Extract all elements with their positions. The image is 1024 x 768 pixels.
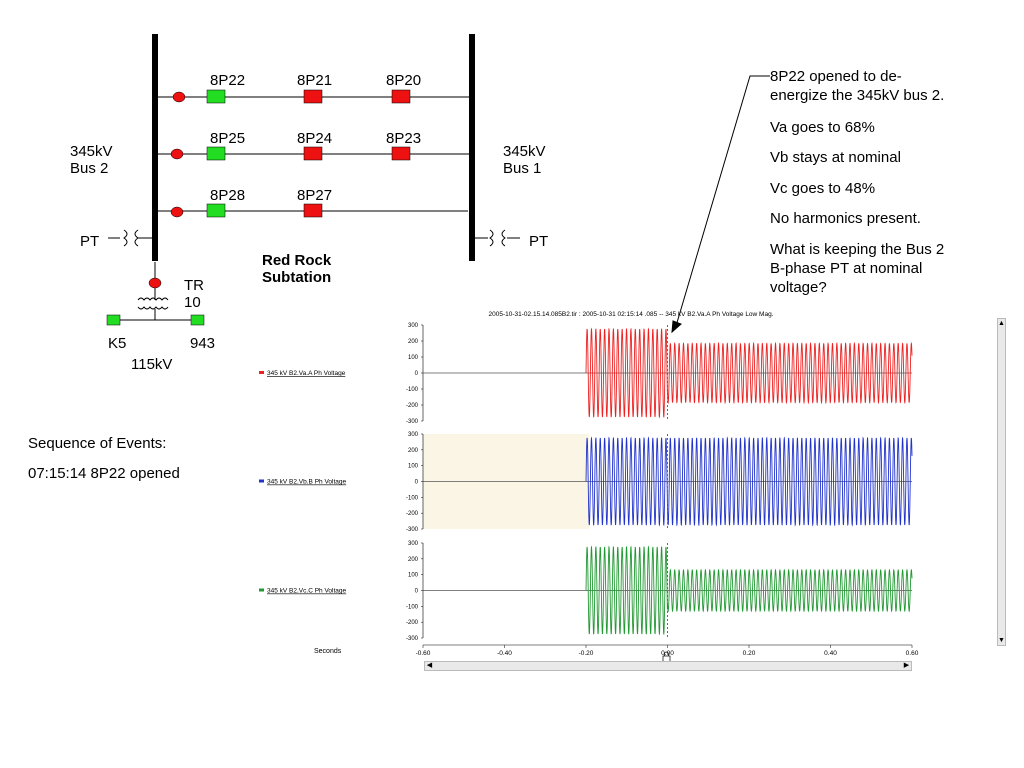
- disconnect-1: [172, 91, 186, 103]
- note-line-6: No harmonics present.: [770, 210, 921, 227]
- breaker-8P24: [303, 146, 323, 161]
- note-line-7: What is keeping the Bus 2: [770, 241, 945, 258]
- label-8P20: 8P20: [386, 72, 422, 89]
- legend-label[interactable]: 345 kV B2.Vb.B Ph Voltage: [267, 479, 347, 486]
- y-tick-label: -100: [406, 604, 419, 610]
- tr-label: TR 10: [184, 277, 204, 311]
- note-line-4: Vb stays at nominal: [770, 149, 901, 166]
- waveform-panel: 300 200 100 0 -100 -200 -300: [406, 432, 913, 533]
- x-tick-label: -0.40: [497, 650, 512, 657]
- scroll-down-arrow-icon[interactable]: ▼: [998, 637, 1005, 644]
- label-8P27: 8P27: [297, 187, 333, 204]
- breaker-8P28: [206, 203, 226, 218]
- note-line-1: 8P22 opened to de-: [770, 68, 902, 85]
- label-8P21: 8P21: [297, 72, 333, 89]
- legend-label[interactable]: 345 kV B2.Vc.C Ph Voltage: [267, 588, 347, 595]
- label-8P24: 8P24: [297, 130, 333, 147]
- note-line-5: Vc goes to 48%: [770, 180, 876, 197]
- sequence-title: Sequence of Events:: [28, 435, 167, 452]
- transformer-icon: [137, 297, 169, 320]
- x-tick-label: -0.60: [416, 650, 431, 657]
- x-tick-label: 0.20: [743, 650, 756, 657]
- pt-left-symbol: [108, 229, 152, 247]
- breaker-8P25: [206, 146, 226, 161]
- waveform-panel: 300 200 100 0 -100 -200 -300: [406, 541, 913, 642]
- waveform-line: [585, 436, 913, 527]
- k5-label: K5: [108, 335, 127, 352]
- tr-disconnect: [148, 277, 162, 289]
- x-tick-label: 0.60: [906, 650, 919, 657]
- legend-swatch: [259, 588, 264, 592]
- x-tick-label: 0.00: [661, 650, 674, 657]
- waveform-line: [585, 327, 913, 419]
- y-tick-label: 200: [408, 448, 419, 454]
- y-tick-label: 100: [408, 355, 419, 361]
- breaker-K5: [106, 314, 121, 326]
- legend-label[interactable]: 345 kV B2.Va.A Ph Voltage: [267, 370, 346, 377]
- bus2-label: 345kV Bus 2: [70, 143, 113, 177]
- b943-label: 943: [190, 335, 216, 352]
- y-tick-label: -300: [406, 527, 419, 533]
- y-tick-label: -300: [406, 419, 419, 425]
- y-tick-label: -200: [406, 511, 419, 517]
- horizontal-scrollbar[interactable]: ◀ ▶: [424, 661, 912, 671]
- bus1-label: 345kV Bus 1: [503, 143, 546, 177]
- vertical-scrollbar[interactable]: ▲ ▼: [997, 318, 1006, 646]
- scroll-up-arrow-icon[interactable]: ▲: [998, 320, 1005, 327]
- callout-arrow: [671, 75, 770, 334]
- note-line-2: energize the 345kV bus 2.: [770, 87, 945, 104]
- label-8P23: 8P23: [386, 130, 422, 147]
- y-tick-label: 200: [408, 339, 419, 345]
- y-tick-label: 0: [415, 589, 419, 595]
- y-tick-label: -200: [406, 620, 419, 626]
- y-tick-label: 200: [408, 557, 419, 563]
- pt-right-symbol: [475, 229, 520, 247]
- label-8P28: 8P28: [210, 187, 246, 204]
- label-8P25: 8P25: [210, 130, 246, 147]
- label-8P22: 8P22: [210, 72, 246, 89]
- note-line-3: Va goes to 68%: [770, 119, 875, 136]
- kv115-label: 115kV: [131, 356, 173, 373]
- waveform-panel: 300 200 100 0 -100 -200 -300: [406, 323, 913, 425]
- one-line-diagram: [106, 34, 770, 334]
- breaker-8P20: [391, 89, 411, 104]
- substation-name: Red Rock Subtation: [262, 252, 332, 286]
- pt-left-label: PT: [80, 233, 100, 250]
- y-tick-label: 300: [408, 432, 419, 438]
- note-line-8: B-phase PT at nominal: [770, 260, 923, 277]
- x-axis-label: Seconds: [314, 648, 342, 655]
- disconnect-2: [170, 148, 184, 160]
- x-tick-label: -0.20: [579, 650, 594, 657]
- y-tick-label: -100: [406, 387, 419, 393]
- y-tick-label: -100: [406, 495, 419, 501]
- breaker-8P21: [303, 89, 323, 104]
- breaker-8P27: [303, 203, 323, 218]
- x-tick-label: 0.40: [824, 650, 837, 657]
- disconnect-3: [170, 206, 184, 218]
- y-tick-label: -300: [406, 636, 419, 642]
- waveform-line: [585, 545, 913, 636]
- breaker-8P22: [206, 89, 226, 104]
- legend-swatch: [259, 371, 264, 374]
- pt-right-label: PT: [529, 233, 549, 250]
- scroll-right-arrow-icon[interactable]: ▶: [903, 662, 910, 669]
- y-tick-label: -200: [406, 403, 419, 409]
- breaker-943: [190, 314, 205, 326]
- y-tick-label: 100: [408, 573, 419, 579]
- y-tick-label: 0: [415, 371, 419, 377]
- sequence-event: 07:15:14 8P22 opened: [28, 465, 180, 482]
- y-tick-label: 300: [408, 323, 419, 329]
- y-tick-label: 100: [408, 464, 419, 470]
- scroll-left-arrow-icon[interactable]: ◀: [426, 662, 433, 669]
- breaker-8P23: [391, 146, 411, 161]
- y-tick-label: 300: [408, 541, 419, 547]
- legend-swatch: [259, 479, 264, 483]
- chart-title: 2005-10-31-02.15.14.085B2.tir : 2005-10-…: [489, 311, 774, 318]
- y-tick-label: 0: [415, 480, 419, 486]
- waveform-chart: 2005-10-31-02.15.14.085B2.tir : 2005-10-…: [259, 311, 919, 663]
- note-line-9: voltage?: [770, 279, 827, 296]
